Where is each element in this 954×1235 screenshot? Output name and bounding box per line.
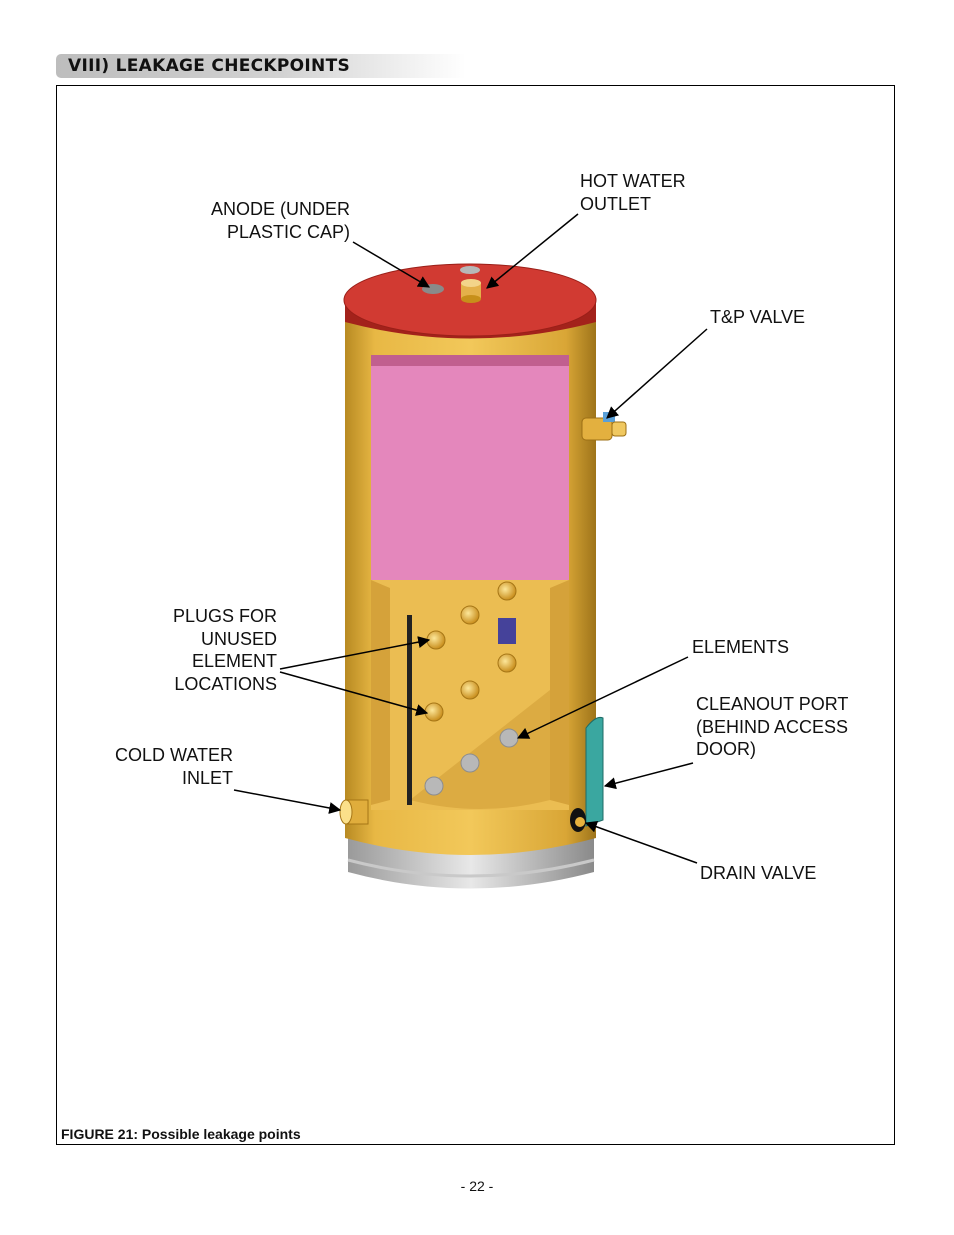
section-header: VIII) LEAKAGE CHECKPOINTS — [56, 54, 466, 78]
thermostat — [498, 618, 516, 644]
section-title: VIII) LEAKAGE CHECKPOINTS — [68, 56, 351, 76]
figure-caption: FIGURE 21: Possible leakage points — [61, 1126, 301, 1142]
elements-label: ELEMENTS — [692, 637, 790, 657]
page-number: - 22 - — [460, 1178, 494, 1194]
access-door — [585, 717, 604, 827]
cleanout-port-label: CLEANOUT PORT(BEHIND ACCESS DOOR) — [696, 694, 849, 759]
drain-valve-fitting — [570, 808, 586, 832]
figure-frame — [56, 85, 895, 1145]
cold-water-inlet-fitting — [339, 799, 369, 825]
top-cap — [343, 263, 597, 339]
leader-lines — [233, 213, 708, 864]
drain-valve-label: DRAIN VALVE — [700, 863, 817, 883]
element-fittings — [424, 581, 519, 796]
cutaway — [371, 355, 569, 810]
tp-valve-label: T&P VALVE — [710, 307, 806, 327]
